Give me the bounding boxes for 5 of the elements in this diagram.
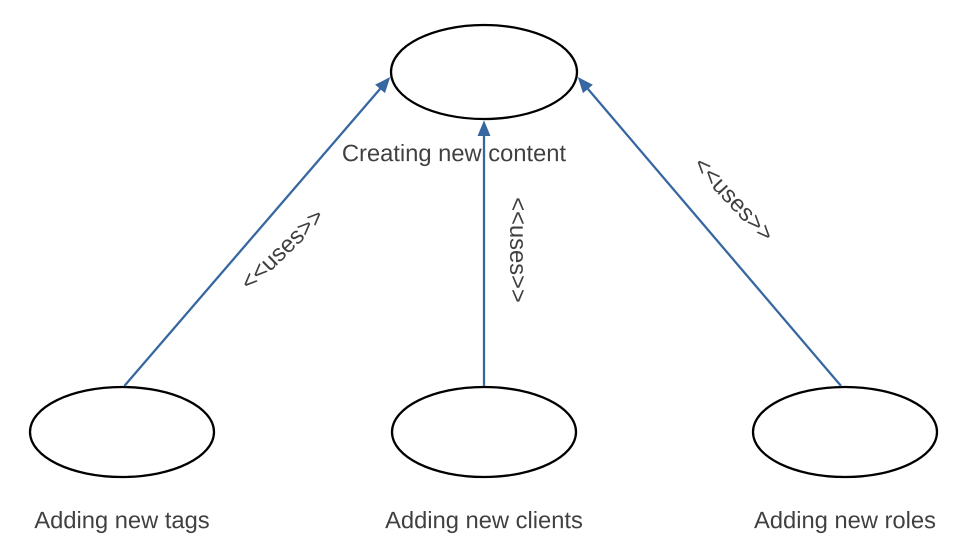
use-case-label: Adding new clients <box>385 510 582 534</box>
use-case-label: Creating new content <box>343 144 566 166</box>
use-case-label: Adding new tags <box>34 510 209 534</box>
use-case-label: Adding new roles <box>754 510 936 534</box>
edge-label: <<uses>> <box>510 198 524 302</box>
